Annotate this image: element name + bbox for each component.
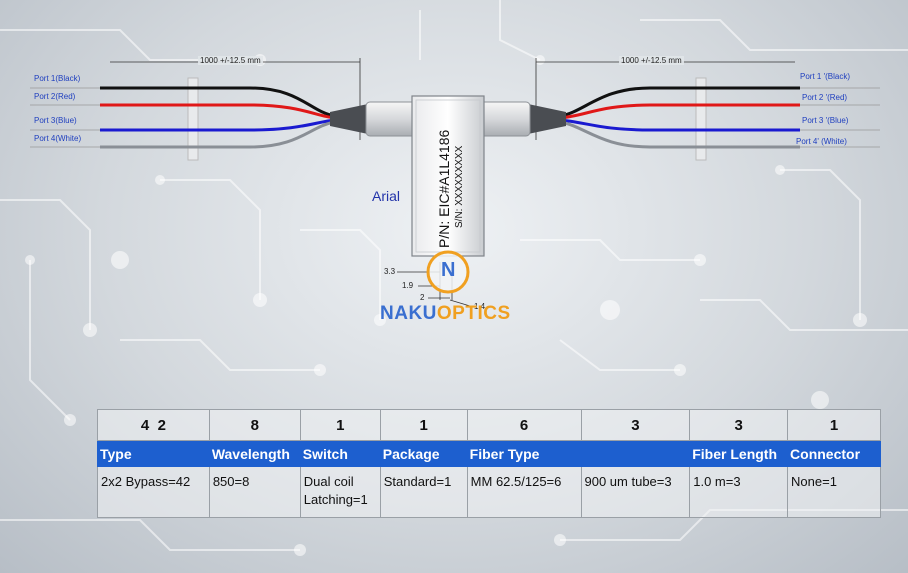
header-package: Package [379,440,468,467]
header-switch: Switch [299,440,381,467]
value-wavelength: 850=8 [208,466,301,518]
left-length-dimension: 1000 +/-12.5 mm [198,56,263,65]
right-port-1-label: Port 1 '(Black) [800,72,850,81]
code-value-row: 2x2 Bypass=42 850=8 Dual coil Latching=1… [97,466,881,518]
right-port-4-label: Port 4' (White) [796,137,847,146]
dimension-1-4: 1.4 [474,302,486,311]
value-package: Standard=1 [379,466,468,518]
code-digit-package: 1 [379,409,468,441]
right-port-2-label: Port 2 '(Red) [802,93,848,102]
code-digit-switch: 1 [299,409,381,441]
part-number-text: P/N: EIC#A1L4186 [436,129,452,248]
left-port-1-label: Port 1(Black) [34,74,81,83]
serial-number-text: S/N: XXXXXXXXX [454,145,465,228]
strain-relief-boots [330,104,566,134]
left-port-2-label: Port 2(Red) [34,92,76,101]
code-digit-connector: 1 [787,409,881,441]
right-fiber-boots [695,77,707,161]
value-type: 2x2 Bypass=42 [97,466,210,518]
code-digit-fiber-tube: 3 [580,409,691,441]
left-port-leaders [30,87,100,148]
left-port-3-label: Port 3(Blue) [34,116,77,125]
brand-logo-letter: N [441,259,456,281]
left-fiber-boots [187,77,199,161]
font-annotation-label: Arial [372,188,401,204]
code-digit-type: 4 2 [97,409,210,441]
value-switch: Dual coil Latching=1 [299,466,381,518]
right-length-dimension: 1000 +/-12.5 mm [619,56,684,65]
header-type: Type [97,440,210,467]
value-connector: None=1 [787,466,881,518]
right-port-leaders [800,87,880,148]
brand-logo-mark [426,250,470,294]
brand-part-1: NAKU [380,303,437,324]
value-fiber-tube: 900 um tube=3 [580,466,691,518]
brand-wordmark: NAKUOPTICS [380,303,511,325]
right-port-3-label: Port 3 '(Blue) [802,116,849,125]
header-fiber-type: Fiber Type [466,440,691,467]
code-digit-fiber-type: 6 [466,409,582,441]
right-fibers [559,86,800,149]
header-wavelength: Wavelength [208,440,301,467]
dimension-1-9: 1.9 [402,281,414,290]
switch-body [411,95,485,257]
value-fiber-type: MM 62.5/125=6 [466,466,582,518]
dimension-2: 2 [420,293,425,302]
brand-part-2: OPTICS [436,303,511,324]
code-digit-row: 4 2 8 1 1 6 3 3 1 [97,409,881,441]
left-fibers [100,86,336,149]
header-fiber-length: Fiber Length [689,440,789,467]
code-digit-wavelength: 8 [208,409,301,441]
code-digit-fiber-length: 3 [689,409,789,441]
header-connector: Connector [787,440,881,467]
code-header-row: Type Wavelength Switch Package Fiber Typ… [97,440,881,467]
ordering-code-table: 4 2 8 1 1 6 3 3 1 Type Wavelength Switch… [97,409,881,518]
dimension-3-3: 3.3 [384,267,396,276]
left-port-4-label: Port 4(White) [34,134,82,143]
value-fiber-length: 1.0 m=3 [689,466,789,518]
